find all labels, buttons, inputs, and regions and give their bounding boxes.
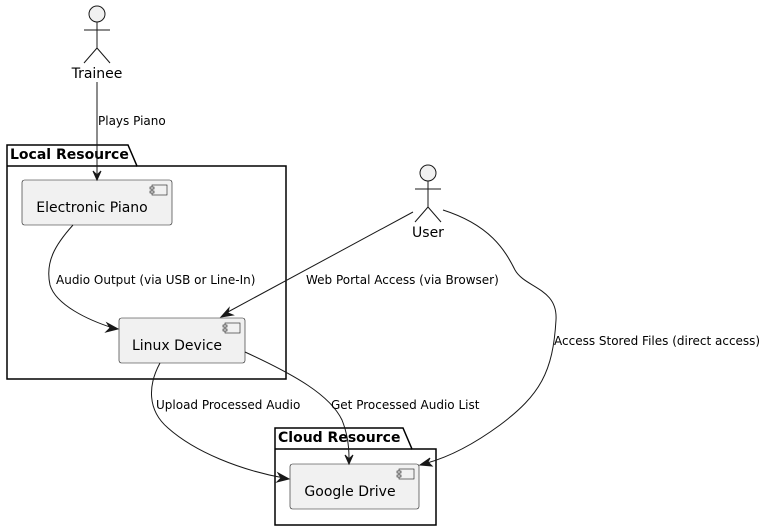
component-electronic-piano-label: Electronic Piano (36, 200, 148, 216)
component-electronic-piano: Electronic Piano (21, 179, 173, 226)
edge-audio-output: Audio Output (via USB or Line-In) (48, 224, 255, 333)
edge-get-processed-audio-list-line (244, 351, 350, 459)
package-local-resource-label: Local Resource (10, 147, 129, 163)
edge-audio-output-line (48, 224, 114, 329)
edge-get-processed-audio-list-label: Get Processed Audio List (331, 398, 480, 412)
edge-web-portal-label: Web Portal Access (via Browser) (306, 273, 499, 287)
edge-plays-piano: Plays Piano (92, 82, 166, 182)
edge-plays-piano-arrowhead (92, 170, 102, 182)
package-cloud-resource-label: Cloud Resource (278, 430, 400, 446)
edge-upload-processed-audio: Upload Processed Audio (150, 362, 300, 483)
component-google-drive: Google Drive (289, 463, 420, 510)
actor-trainee: Trainee (71, 5, 123, 82)
package-cloud-resource: Cloud Resource (274, 427, 437, 526)
component-google-drive-box (289, 463, 420, 510)
edge-upload-processed-audio-arrowhead (275, 471, 291, 483)
edge-get-processed-audio-list-arrowhead (344, 454, 354, 466)
component-linux-device-box (118, 317, 246, 364)
edge-audio-output-label: Audio Output (via USB or Line-In) (56, 273, 255, 287)
edge-access-stored-files-line (426, 209, 557, 464)
component-icon (396, 468, 415, 480)
edge-web-portal-arrowhead (219, 306, 235, 318)
edge-access-stored-files-label: Access Stored Files (direct access) (554, 334, 760, 348)
edge-web-portal-line (225, 211, 414, 314)
actor-user-head (419, 164, 437, 182)
edge-access-stored-files: Access Stored Files (direct access) (418, 209, 760, 467)
actor-trainee-head (88, 5, 106, 23)
component-linux-device: Linux Device (118, 317, 246, 364)
edge-upload-processed-audio-line (150, 362, 285, 479)
component-icon (222, 322, 241, 334)
actor-trainee-label: Trainee (71, 66, 123, 82)
actor-trainee-body (83, 22, 111, 64)
package-local-resource: Local Resource (6, 144, 287, 380)
actor-user: User (412, 164, 444, 241)
edge-access-stored-files-arrowhead (418, 457, 434, 467)
actor-user-body (414, 181, 442, 223)
package-local-resource-frame (6, 144, 287, 380)
edge-audio-output-arrowhead (104, 321, 120, 333)
actor-user-label: User (412, 225, 444, 241)
component-google-drive-label: Google Drive (304, 484, 395, 500)
package-cloud-resource-frame (274, 427, 437, 526)
edge-plays-piano-label: Plays Piano (98, 114, 166, 128)
edge-web-portal: Web Portal Access (via Browser) (219, 211, 499, 318)
edge-upload-processed-audio-label: Upload Processed Audio (156, 398, 300, 412)
component-icon (149, 184, 168, 196)
component-linux-device-label: Linux Device (132, 338, 222, 354)
edge-get-processed-audio-list: Get Processed Audio List (244, 351, 480, 466)
